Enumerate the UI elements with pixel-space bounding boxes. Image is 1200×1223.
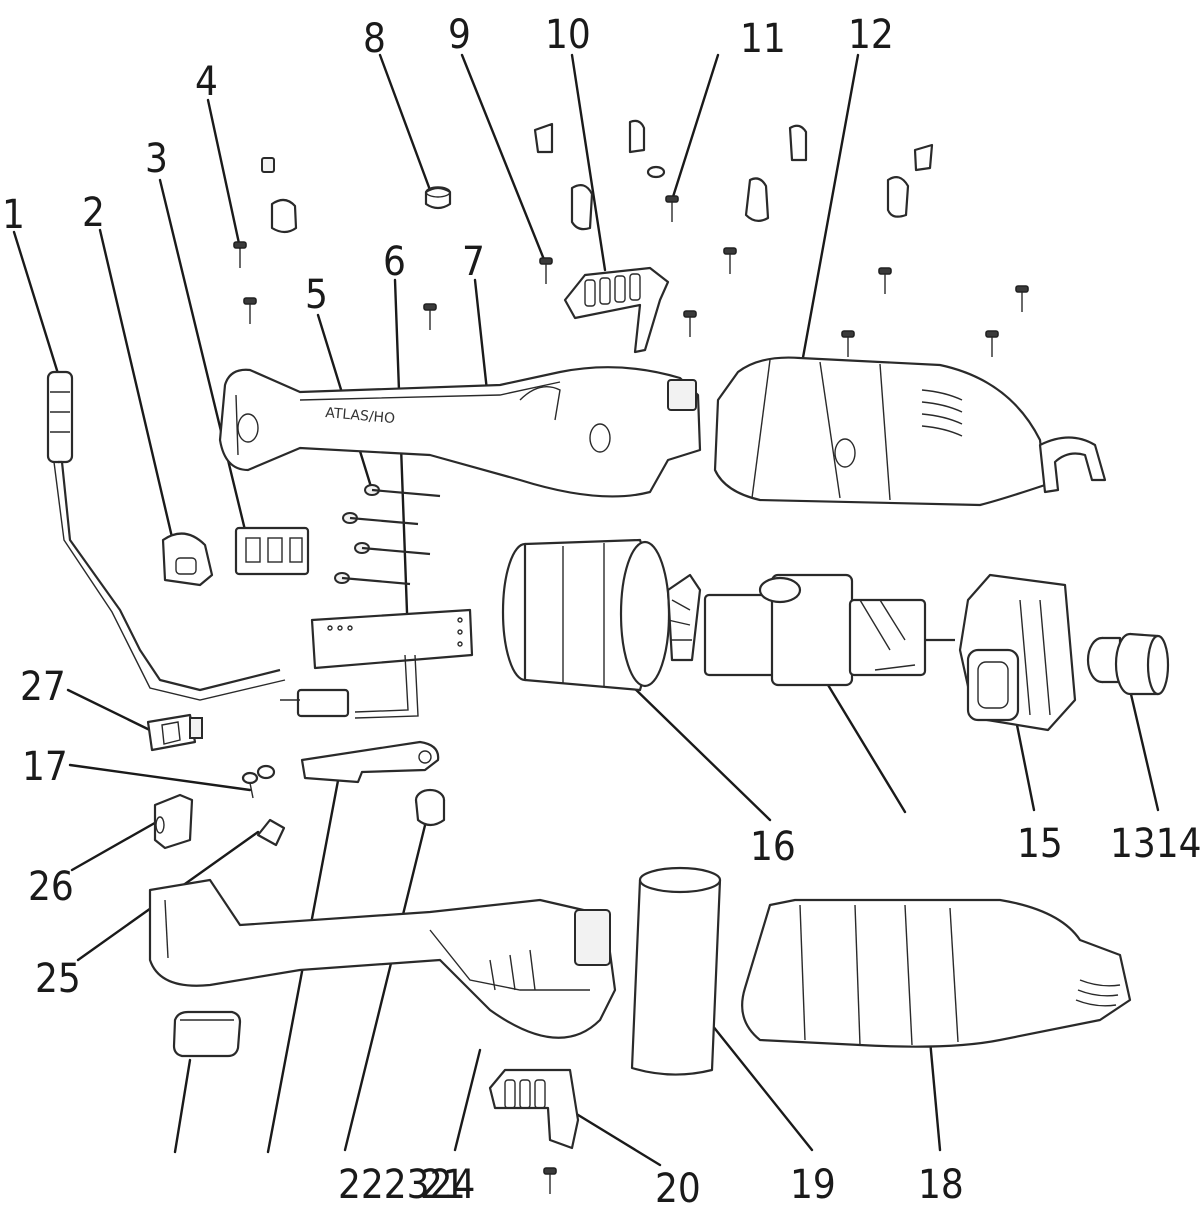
- front-housing-cover-part: [713, 356, 1107, 507]
- callout-3: 3: [145, 136, 168, 182]
- leader-line-24: [343, 803, 432, 1152]
- callout-7: 7: [462, 239, 485, 285]
- lower-front-housing-part: [741, 898, 1132, 1048]
- leader-line-7: [473, 278, 490, 402]
- callout-6: 6: [383, 239, 406, 285]
- callout-1: 1: [2, 192, 25, 238]
- callout-25: 25: [35, 956, 81, 1002]
- end-cap-part: [153, 793, 194, 850]
- callout-27: 27: [20, 664, 66, 710]
- leader-line-27: [66, 688, 162, 737]
- leader-line-20: [568, 1108, 662, 1167]
- fan-end-cap-part: [958, 573, 1077, 732]
- leader-line-2: [98, 228, 177, 552]
- leader-line-3: [158, 178, 247, 532]
- callout-19: 19: [790, 1162, 836, 1208]
- leader-line-19: [698, 1008, 814, 1152]
- leader-line-10: [570, 53, 607, 272]
- bearing-sleeve-part: [1086, 632, 1170, 696]
- strain-relief-part: [161, 532, 214, 587]
- rubber-pad-part: [172, 1010, 242, 1058]
- leader-line-11: [670, 53, 720, 202]
- upper-handle-housing-part: ATLAS/HO: [218, 366, 702, 498]
- callout-20: 20: [655, 1166, 701, 1212]
- vent-grille-top-part: [563, 266, 670, 354]
- callout-222324: 222324: [338, 1162, 475, 1208]
- leader-line-6: [393, 278, 410, 642]
- collar-ring-part: [630, 866, 722, 1076]
- bushing-part: [424, 186, 452, 210]
- callout-4: 4: [195, 59, 218, 105]
- leader-line-4: [206, 98, 242, 250]
- callout-2: 2: [82, 190, 105, 236]
- leader-line-17: [68, 763, 252, 792]
- callout-labels: 1 2 3 4 5 6 7 8 9 10 11 12 1314 15 16 17…: [2, 12, 1200, 1212]
- callout-16: 16: [750, 824, 796, 870]
- motor-assembly-part: [666, 573, 955, 687]
- small-knob-part: [241, 764, 276, 799]
- long-screws-part: [334, 484, 441, 586]
- push-button-part: [414, 788, 446, 827]
- slider-arm-part: [300, 740, 440, 784]
- callout-1314: 1314: [1110, 821, 1200, 867]
- callout-10: 10: [545, 12, 591, 58]
- housing-brand-text: ATLAS/HO: [325, 405, 396, 427]
- leader-line-22: [173, 1058, 192, 1154]
- cord-clip-part: [256, 818, 286, 847]
- screw-inserts-part: [261, 119, 934, 234]
- leader-line-12: [796, 53, 860, 387]
- leader-line-9: [460, 53, 547, 264]
- switch-part: [146, 713, 203, 752]
- leader-line-8: [378, 53, 432, 192]
- callout-15: 15: [1017, 821, 1063, 867]
- screws-part: [233, 195, 1029, 1194]
- leader-line-18: [928, 1038, 942, 1152]
- callout-9: 9: [448, 12, 471, 58]
- callout-21: 21: [420, 1162, 466, 1208]
- control-board-part: [280, 608, 474, 719]
- callout-5: 5: [305, 272, 328, 318]
- callout-17: 17: [22, 744, 68, 790]
- vent-grille-bottom-part: [488, 1068, 580, 1150]
- lower-handle-housing-part: [148, 878, 617, 1039]
- leader-line-1314: [1128, 688, 1160, 812]
- callout-18: 18: [918, 1162, 964, 1208]
- terminal-block-part: [234, 526, 310, 576]
- callout-26: 26: [28, 864, 74, 910]
- leader-line-26: [70, 818, 162, 872]
- callout-11: 11: [740, 16, 786, 62]
- fan-shroud-part: [501, 538, 671, 692]
- callout-8: 8: [363, 16, 386, 62]
- leader-line-1: [12, 230, 62, 382]
- leader-line-motor: [823, 678, 907, 814]
- leader-line-21: [453, 1048, 482, 1152]
- callout-12: 12: [848, 12, 894, 58]
